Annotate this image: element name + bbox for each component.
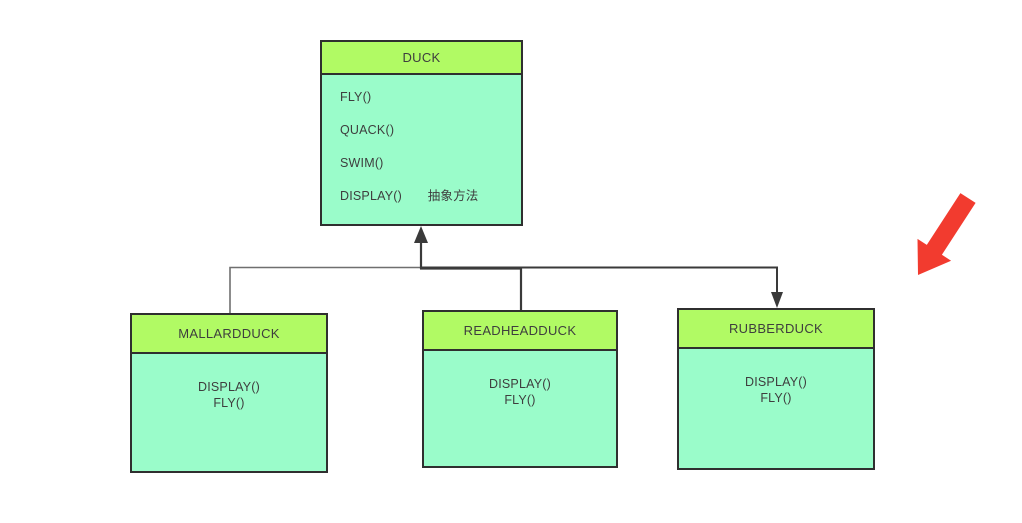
class-box-duck: DUCK FLY() QUACK() SWIM() DISPLAY() 抽象方法 bbox=[320, 40, 523, 226]
class-body-mallardduck: DISPLAY() FLY() bbox=[132, 354, 326, 411]
method-display: DISPLAY() bbox=[489, 377, 551, 391]
class-title-duck: DUCK bbox=[322, 42, 521, 75]
method-fly: FLY() bbox=[213, 395, 245, 410]
method-quack: QUACK() bbox=[340, 123, 395, 137]
method-fly: FLY() bbox=[760, 390, 792, 405]
method-swim: SWIM() bbox=[340, 156, 384, 170]
annotation-arrow-icon bbox=[917, 193, 976, 275]
rubberduck-arrowhead-icon bbox=[771, 292, 783, 308]
class-box-readheadduck: READHEADDUCK DISPLAY() FLY() bbox=[422, 310, 618, 468]
class-title-mallardduck: MALLARDDUCK bbox=[132, 315, 326, 354]
class-body-rubberduck: DISPLAY() FLY() bbox=[679, 349, 873, 406]
abstract-method-note: 抽象方法 bbox=[427, 189, 479, 203]
method-display: DISPLAY() 抽象方法 bbox=[340, 180, 521, 213]
method-display: DISPLAY() bbox=[198, 380, 260, 394]
connector-mallardduck-to-duck bbox=[229, 266, 420, 313]
class-body-duck: FLY() QUACK() SWIM() DISPLAY() 抽象方法 bbox=[322, 75, 521, 213]
connector-trunk-to-rubberduck bbox=[420, 266, 778, 294]
class-title-rubberduck: RUBBERDUCK bbox=[679, 310, 873, 349]
class-box-mallardduck: MALLARDDUCK DISPLAY() FLY() bbox=[130, 313, 328, 473]
class-body-readheadduck: DISPLAY() FLY() bbox=[424, 351, 616, 408]
method-display-label: DISPLAY() bbox=[340, 189, 402, 203]
method-fly: FLY() bbox=[504, 392, 536, 407]
connector-readheadduck-to-duck bbox=[420, 267, 523, 310]
method-display: DISPLAY() bbox=[745, 375, 807, 389]
class-title-readheadduck: READHEADDUCK bbox=[424, 312, 616, 351]
method-fly: FLY() bbox=[340, 90, 372, 104]
inheritance-arrowhead-icon bbox=[414, 226, 428, 243]
class-box-rubberduck: RUBBERDUCK DISPLAY() FLY() bbox=[677, 308, 875, 470]
